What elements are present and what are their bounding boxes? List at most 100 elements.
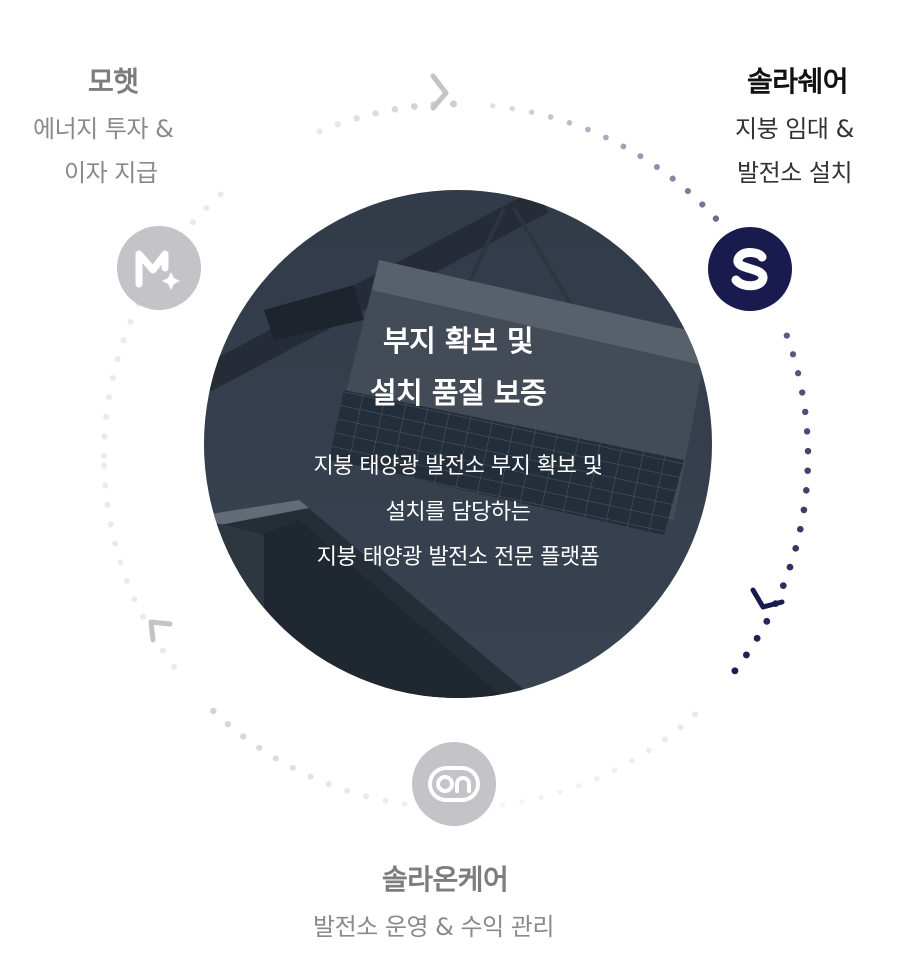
- ring-dot-43: [803, 428, 811, 435]
- mohaet-logo-icon: [117, 226, 201, 310]
- ring-dot-72: [344, 787, 351, 794]
- ring-dot-24: [490, 103, 496, 109]
- arrow-head-left: [148, 619, 173, 643]
- ring-dot-16: [316, 128, 323, 135]
- ring-dot-23: [450, 100, 457, 108]
- ring-dot-34: [669, 175, 676, 182]
- ring-dot-21: [410, 103, 418, 110]
- ring-dot-40: [794, 370, 802, 377]
- solarshare-node[interactable]: [708, 227, 792, 311]
- ring-dot-41: [799, 389, 806, 396]
- solaroncare-logo-icon: [412, 742, 496, 826]
- ring-dot-74: [307, 773, 314, 780]
- center-title-line-1: 부지 확보 및: [382, 324, 534, 358]
- ring-dot-33: [653, 164, 660, 170]
- ring-dot-48: [796, 525, 804, 533]
- arrow-head-top: [430, 73, 449, 111]
- ring-dot-80: [210, 707, 217, 715]
- ring-dot-56: [731, 667, 739, 675]
- ring-dot-58: [677, 724, 684, 731]
- ring-dot-18: [353, 115, 360, 122]
- ring-dot-68: [499, 802, 506, 808]
- ring-dot-64: [575, 783, 582, 789]
- ring-dot-2: [103, 413, 110, 420]
- ring-dot-6: [120, 337, 127, 344]
- ring-dot-82: [159, 647, 166, 654]
- ring-dot-70: [382, 797, 389, 804]
- ring-dot-89: [107, 521, 114, 528]
- ring-dot-78: [240, 733, 247, 740]
- solarshare-sub-line-2: 발전소 설치: [737, 159, 853, 187]
- ring-dot-32: [637, 153, 644, 160]
- solar-installation-photo: [204, 190, 712, 698]
- ring-dot-86: [123, 578, 130, 584]
- ring-dot-28: [566, 120, 573, 126]
- ring-dots: [101, 100, 812, 808]
- ring-dot-38: [783, 332, 790, 339]
- ring-dot-25: [509, 105, 515, 112]
- ring-dot-79: [224, 720, 232, 728]
- ring-dot-77: [256, 744, 263, 751]
- ring-dot-87: [117, 559, 124, 566]
- ring-dot-57: [692, 711, 699, 718]
- solarshare-sub-line-1: 지붕 임대 &: [735, 115, 854, 143]
- ring-dot-46: [803, 487, 810, 494]
- ring-dot-17: [334, 121, 341, 128]
- solarshare-title: 솔라쉐어: [747, 65, 849, 98]
- ring-dot-59: [661, 736, 668, 743]
- ring-dot-27: [547, 114, 554, 120]
- ring-dot-84: [139, 613, 146, 620]
- ring-dot-20: [391, 106, 399, 113]
- ring-dot-73: [325, 781, 332, 788]
- ring-dot-88: [112, 540, 119, 547]
- mohaet-title: 모햇: [88, 65, 139, 98]
- ring-dot-62: [611, 767, 618, 774]
- ring-dot-67: [519, 799, 525, 805]
- ring-dot-92: [101, 462, 108, 469]
- mohaet-sub-line-1: 에너지 투자 &: [33, 115, 174, 143]
- center-title-line-2: 설치 품질 보증: [369, 376, 547, 410]
- ring-dot-39: [789, 351, 797, 358]
- ring-dot-76: [272, 755, 279, 762]
- ring-dot-55: [742, 651, 750, 659]
- ring-dot-75: [289, 764, 296, 771]
- ring-dot-1: [101, 433, 108, 440]
- center-desc-line-3: 지붕 태양광 발전소 전문 플랫폼: [316, 545, 600, 570]
- solaroncare-title: 솔라온케어: [382, 863, 509, 896]
- ring-dot-44: [804, 447, 812, 455]
- ring-dot-13: [189, 219, 196, 226]
- ring-dot-5: [114, 356, 121, 362]
- solarshare-logo-icon: [708, 227, 792, 311]
- ring-dot-30: [603, 134, 609, 141]
- solaroncare-node[interactable]: [412, 742, 496, 826]
- ring-dot-61: [629, 757, 635, 764]
- ring-dot-81: [171, 663, 178, 670]
- mohaet-node[interactable]: [117, 226, 201, 310]
- ring-dot-47: [800, 506, 808, 514]
- ring-dot-0: [101, 453, 107, 459]
- center-photo: 부지 확보 및 설치 품질 보증 지붕 태양광 발전소 부지 확보 및 설치를 …: [204, 190, 712, 698]
- ring-dot-69: [401, 801, 408, 808]
- solaroncare-sub-line-1: 발전소 운영 & 수익 관리: [313, 913, 554, 941]
- ring-dot-29: [585, 126, 591, 133]
- center-desc-line-2: 설치를 담당하는: [385, 500, 531, 525]
- ring-dot-53: [763, 617, 771, 625]
- ring-dot-26: [528, 109, 535, 115]
- ring-dot-71: [363, 793, 369, 800]
- ring-dot-45: [804, 467, 811, 474]
- ring-dot-50: [786, 563, 794, 571]
- ring-dot-42: [802, 408, 809, 416]
- mohaet-sub-line-2: 이자 지급: [64, 159, 158, 187]
- ring-dot-37: [712, 215, 720, 222]
- ring-dot-49: [792, 544, 800, 552]
- ring-dot-3: [105, 394, 112, 401]
- ring-dot-51: [779, 582, 787, 589]
- ring-dot-63: [594, 775, 600, 782]
- ring-dot-65: [557, 789, 563, 796]
- ring-dot-85: [131, 596, 138, 603]
- ring-dot-19: [372, 110, 379, 117]
- ring-dot-90: [104, 502, 111, 508]
- ring-dot-66: [538, 794, 544, 801]
- center-text: 부지 확보 및 설치 품질 보증 지붕 태양광 발전소 부지 확보 및 설치를 …: [204, 190, 712, 698]
